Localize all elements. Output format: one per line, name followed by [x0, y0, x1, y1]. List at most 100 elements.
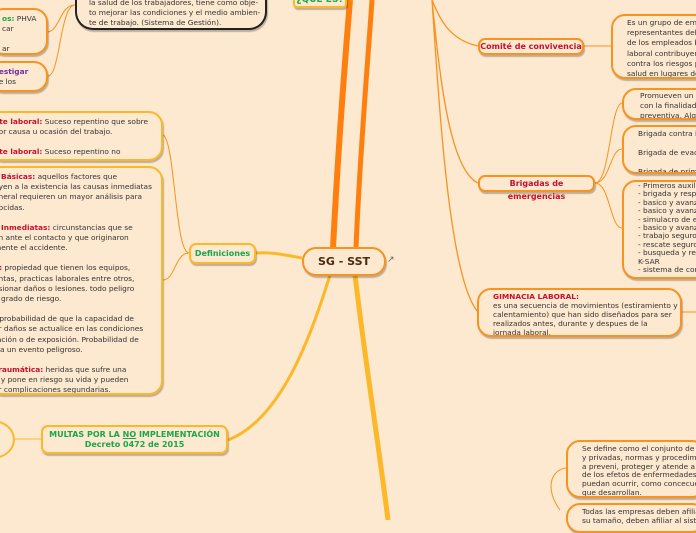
text: mente el accidente.	[0, 243, 68, 253]
text: NO	[122, 430, 137, 439]
text-line: - trabajo seguro	[638, 231, 696, 241]
branch-definiciones	[255, 251, 303, 260]
que-es-description[interactable]: la salud de los trabajadores, tiene como…	[75, 0, 267, 30]
text: IMPLEMENTACIÓN	[136, 430, 220, 439]
term: Traumática:	[0, 365, 44, 375]
text-line: representantes del e	[627, 28, 696, 38]
text-line: Todas las empresas deben afiliars	[582, 507, 696, 516]
accident-definitions[interactable]: nte laboral: Suceso repentino que sobre …	[0, 111, 163, 161]
text: asionar daños o lesiones. todo peligro	[0, 283, 135, 293]
text-line: - busqueda y res	[638, 248, 696, 258]
text-line: su tamaño, deben afiliar al sistem	[582, 515, 696, 525]
term: vestigar	[0, 67, 29, 76]
text-line: salud en lugares de	[627, 69, 696, 79]
text: circunstancias que se	[50, 222, 133, 232]
right-links	[431, 0, 479, 313]
text-line: K-SAR	[638, 256, 660, 266]
text: te de trabajo. (Sistema de Gestión).	[89, 18, 222, 28]
text: nor causa u ocasión del trabajo.	[0, 127, 113, 137]
text: n grado de riesgo.	[0, 294, 62, 304]
external-link-icon[interactable]: ↗	[387, 255, 395, 265]
text-line: laboral contribuyenc	[627, 48, 696, 58]
text: Suceso repentino que sobre	[42, 117, 149, 126]
term: o:	[0, 263, 2, 272]
brigadas-trainings[interactable]: - Primeros auxilio- brigada y respu- bas…	[622, 180, 696, 279]
text: Decreto 0472 de 2015	[84, 440, 185, 449]
text-line: Promueven un c	[640, 91, 696, 100]
text: tación o de exposición. Probabilidad de	[0, 334, 139, 344]
que-es-node[interactable]: ¿QUÉ ES?	[293, 0, 347, 8]
text: rra un evento peligroso.	[0, 344, 83, 354]
right-sublinks	[584, 45, 696, 313]
text-line: preventiva. Algu	[640, 111, 696, 120]
text-line: - basico y avanza	[638, 206, 696, 216]
gimnacia-node[interactable]: GIMNACIA LABORAL: es una secuencia de mo…	[477, 288, 682, 337]
text: a y pone en riesgo su vida y pueden	[0, 375, 129, 385]
text-line: calentamiento) que han sido diseñados pa…	[493, 310, 672, 319]
comite-node[interactable]: Comité de convivencia	[478, 38, 584, 55]
text-line: Brigada contra in	[638, 129, 696, 138]
connectors	[15, 0, 696, 520]
text-line: - basico y avanza	[638, 197, 696, 207]
branch-multas	[227, 274, 332, 442]
text-line: es una secuencia de movimientos (estiram…	[493, 301, 678, 310]
text	[2, 34, 44, 44]
text: uyen a la existencia las causas inmediat…	[0, 182, 152, 192]
term: GIMNACIA LABORAL:	[493, 292, 579, 301]
text-line: - Primeros auxilio	[638, 181, 696, 190]
text: MULTAS POR LA	[49, 430, 123, 439]
text-line: Es un grupo de emp	[627, 18, 696, 27]
text-line: realizados antes, durante y despues de l…	[493, 319, 648, 328]
text-line: contra los riesgos pa	[627, 58, 696, 68]
text-line: - simulacro de ev	[638, 214, 696, 224]
text-line: y privadas, normas y procedimie	[582, 452, 696, 462]
text-line: Brigada de prime	[638, 167, 696, 174]
text: an ante el contacto y que originaron	[0, 233, 129, 243]
text-line: puedan ocurrir, como concecuen	[582, 479, 696, 489]
text-line: que desarrollan.	[582, 487, 642, 497]
text-line: con la finalidad	[640, 101, 696, 111]
text: ar daños se actualice en las condiciones	[0, 324, 144, 334]
branch-up-1	[330, 0, 353, 249]
central-node[interactable]: SG - SST	[302, 247, 386, 276]
top-left-node-2[interactable]: vestigar de los	[0, 61, 48, 92]
text: o.	[0, 158, 153, 159]
definition-item: : probabilidad de que la capacidad dear …	[0, 314, 153, 355]
text: de los	[0, 77, 17, 87]
top-left-links	[47, 4, 76, 77]
bottom-right-link	[550, 467, 567, 511]
term: s Inmediatas:	[0, 222, 51, 232]
text: ar	[2, 44, 10, 54]
text-line: - brigada y respu	[638, 189, 696, 199]
branch-up-2	[353, 0, 375, 249]
text-line: - sistema de com	[638, 265, 696, 275]
definiciones-node[interactable]: Definiciones	[189, 243, 256, 264]
text-line: - rescate seguro	[638, 239, 696, 249]
term: nte laboral:	[0, 147, 43, 157]
text-line: jornada laboral.	[493, 328, 552, 337]
text: nocidas.	[0, 202, 25, 212]
term: s Básicas:	[0, 172, 36, 181]
text: aquellos factores que	[35, 172, 118, 181]
text-line: Se define como el conjunto de en	[582, 444, 696, 453]
text-line	[638, 158, 696, 167]
text: PHVA	[14, 14, 37, 23]
text: ar complicaciones segundarias.	[0, 385, 111, 395]
term: os:	[2, 14, 15, 23]
top-left-node-1[interactable]: os: PHVA car ar	[0, 8, 48, 55]
def-links	[162, 134, 190, 281]
multas-node[interactable]: MULTAS POR LA NO IMPLEMENTACIÓN Decreto …	[41, 425, 228, 454]
term: nte laboral:	[0, 117, 43, 126]
text: entas, practicas laborales entre otros,	[0, 273, 135, 283]
text-line: de los empleados bu	[627, 38, 696, 48]
brigadas-node[interactable]: Brigadas de emergencias	[478, 175, 595, 201]
